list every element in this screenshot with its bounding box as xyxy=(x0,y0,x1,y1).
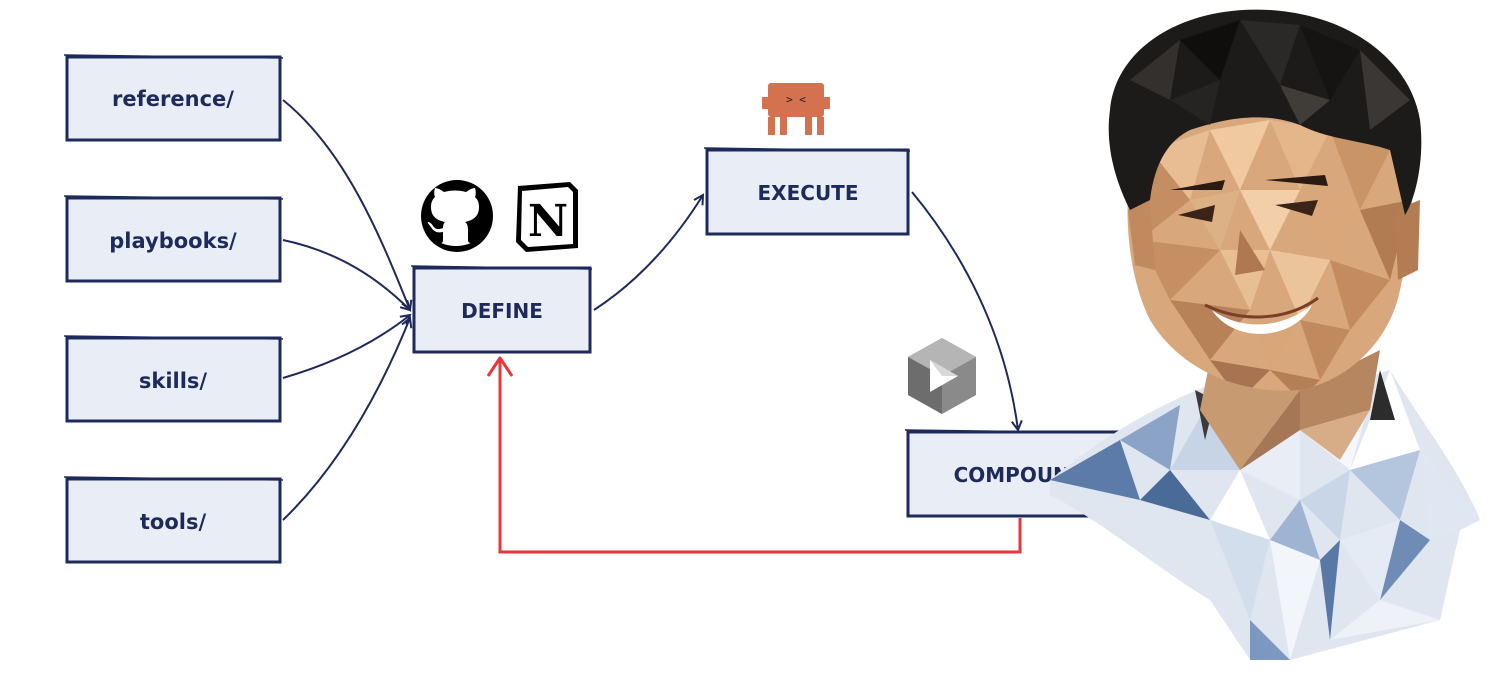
notion-icon: N xyxy=(516,182,578,252)
arrow-execute-to-compound xyxy=(911,191,1018,430)
cube-icon xyxy=(908,338,976,414)
node-skills: skills/ xyxy=(63,335,284,423)
arrow-skills-to-define xyxy=(282,315,410,379)
arrow-reference-to-define xyxy=(282,99,410,310)
node-playbooks: playbooks/ xyxy=(63,195,284,283)
node-tools-label: tools/ xyxy=(140,510,207,534)
node-skills-label: skills/ xyxy=(139,369,208,393)
arrow-define-to-execute xyxy=(593,195,703,311)
portrait-shirt xyxy=(1050,370,1480,660)
github-icon xyxy=(421,180,493,252)
robot-face: > < xyxy=(786,93,806,106)
node-execute: EXECUTE xyxy=(703,147,911,236)
node-define: DEFINE xyxy=(410,265,593,354)
connectors xyxy=(282,99,1018,521)
node-reference: reference/ xyxy=(63,54,284,142)
node-reference-label: reference/ xyxy=(112,87,234,111)
node-tools: tools/ xyxy=(63,476,284,564)
arrow-playbooks-to-define xyxy=(282,239,410,310)
portrait xyxy=(1050,9,1480,660)
notion-letter: N xyxy=(528,196,568,247)
node-define-label: DEFINE xyxy=(461,299,543,323)
portrait-neck xyxy=(1200,350,1380,470)
robot-agent-icon: > < xyxy=(762,83,830,135)
portrait-hair xyxy=(1108,9,1422,215)
arrow-tools-to-define xyxy=(282,318,410,521)
portrait-ear-right xyxy=(1395,200,1420,280)
feedback-loop xyxy=(486,356,1022,554)
node-playbooks-label: playbooks/ xyxy=(109,229,237,253)
portrait-ear-left xyxy=(1128,200,1155,270)
node-execute-label: EXECUTE xyxy=(758,181,859,205)
portrait-face xyxy=(1127,28,1413,391)
